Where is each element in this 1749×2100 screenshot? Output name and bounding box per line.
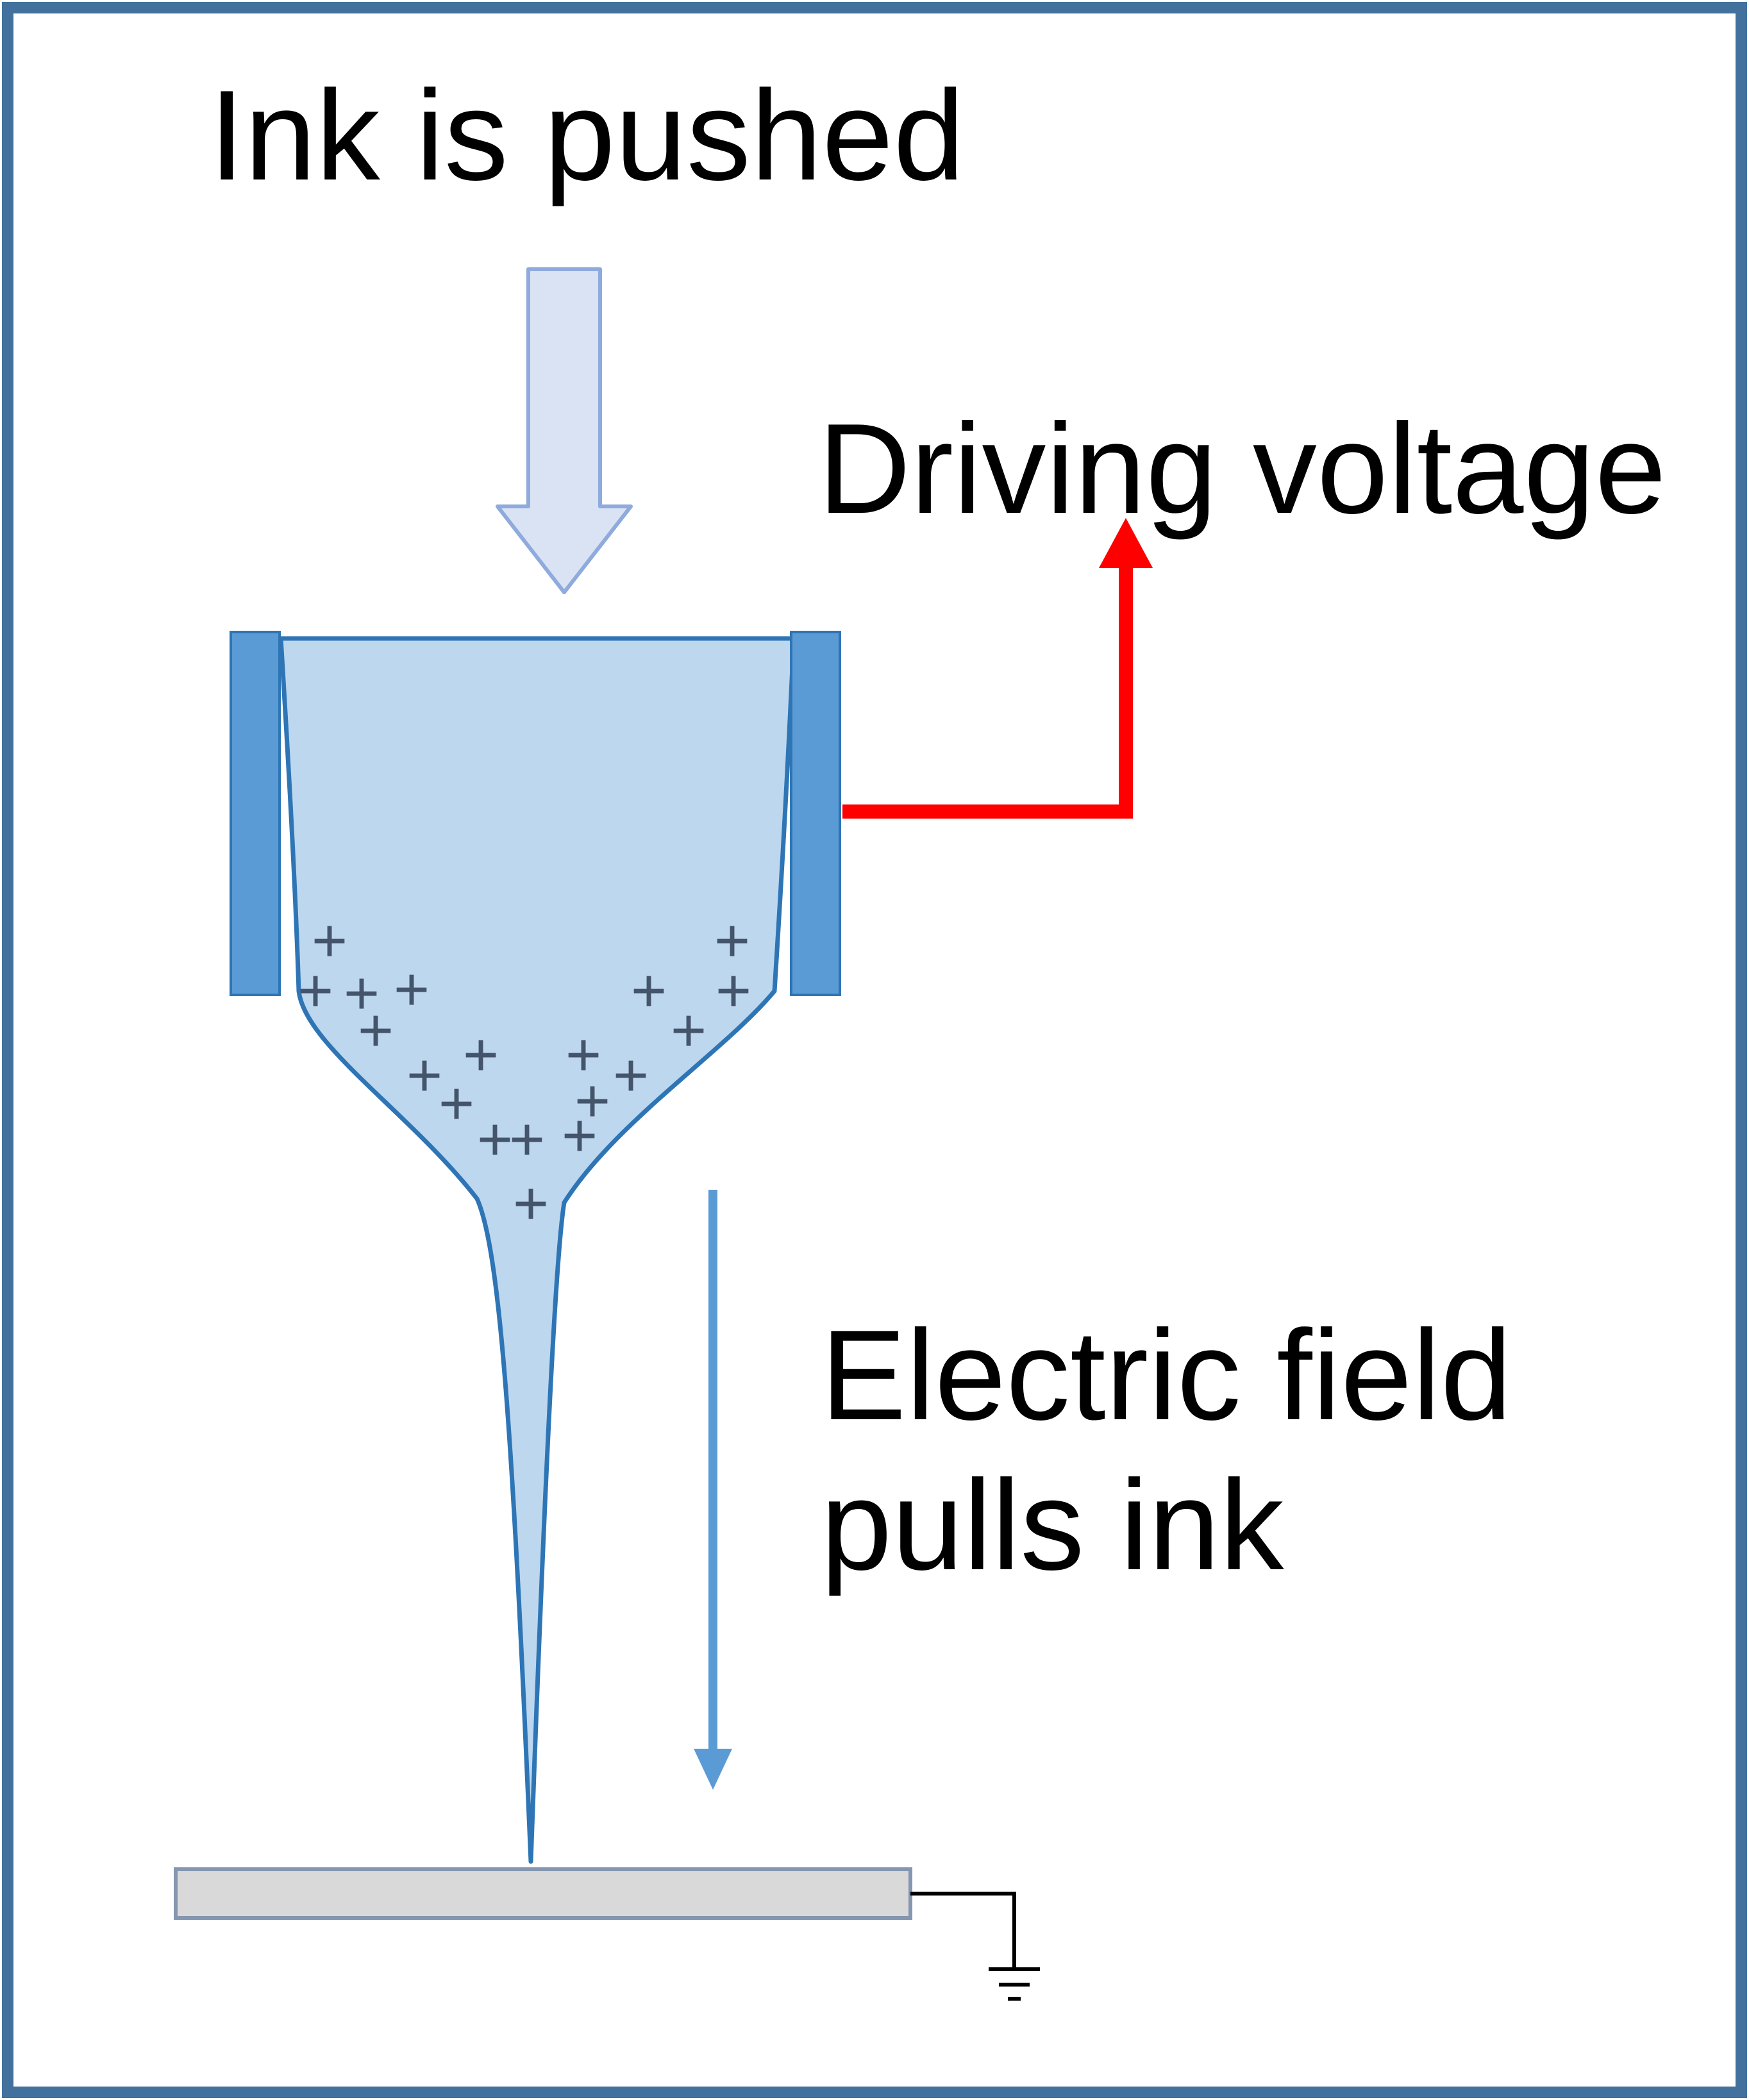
electrode-right	[790, 631, 841, 996]
plus-charge: +	[406, 1041, 442, 1110]
plus-charge: +	[613, 1041, 649, 1110]
plus-charge: +	[631, 956, 667, 1025]
plus-charge: +	[574, 1067, 610, 1135]
plus-charge: +	[394, 955, 430, 1024]
plus-charge: +	[358, 996, 394, 1065]
plus-charge: +	[714, 906, 750, 975]
label-electric-field-line2: pulls ink	[821, 1454, 1285, 1597]
label-electric-field-line1: Electric field	[821, 1304, 1512, 1447]
plus-charge: +	[463, 1021, 499, 1089]
plus-charge: +	[312, 906, 347, 975]
ink-nozzle-body	[278, 636, 796, 1864]
charges-group: +++++++++++++++++++	[297, 906, 751, 1238]
label-ink-pushed: Ink is pushed	[209, 64, 965, 207]
plus-charge: +	[344, 959, 380, 1028]
plus-charge: +	[513, 1169, 549, 1238]
plus-charge: +	[439, 1069, 474, 1138]
plus-charge: +	[477, 1105, 513, 1174]
plus-charge: +	[562, 1101, 598, 1170]
plus-charge: +	[509, 1105, 545, 1174]
voltage-arrowhead-icon	[1099, 518, 1153, 568]
substrate-plate	[174, 1867, 912, 1920]
ground-wire	[910, 1892, 1016, 1969]
label-driving-voltage: Driving voltage	[818, 397, 1666, 540]
plus-charge: +	[565, 1021, 601, 1089]
plus-charge: +	[716, 956, 751, 1025]
plus-charge: +	[297, 956, 333, 1025]
electrode-left	[230, 631, 281, 996]
ink-push-arrow	[496, 267, 633, 594]
field-arrowhead-icon	[694, 1749, 732, 1790]
ground-symbol-icon	[989, 1967, 1040, 2001]
voltage-wire	[842, 560, 1133, 819]
plus-charge: +	[671, 996, 707, 1065]
